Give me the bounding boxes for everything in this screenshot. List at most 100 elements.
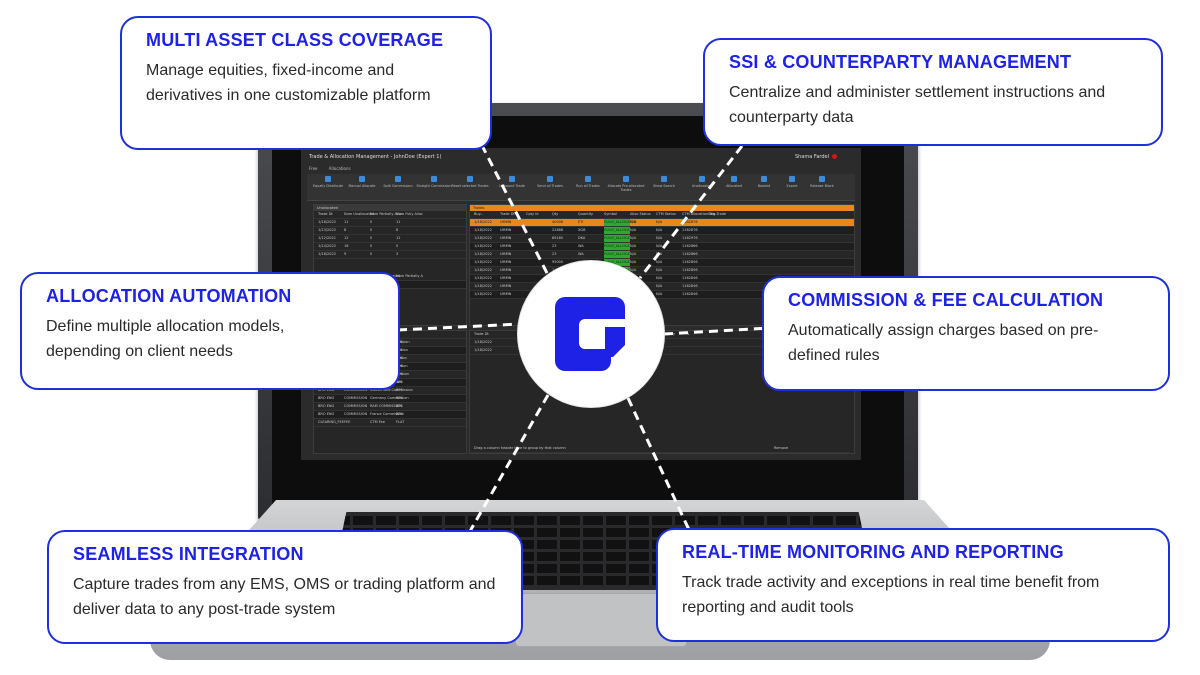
toolbar-button-send-all[interactable]: Send all Trades [531,176,569,188]
app-window-title: Trade & Allocation Management - JohnDoe … [309,154,442,160]
table-cell: 11 [344,220,349,224]
toolbar-button-straight-commission[interactable]: Straight Commission [415,176,453,188]
toolbar-button-show-search[interactable]: Show Search [645,176,683,188]
card-allocation: ALLOCATION AUTOMATION Define multiple al… [20,272,400,390]
table-cell: 1162846 [682,292,698,296]
table-cell: N/A [656,244,663,248]
table-cell: N/A [630,260,637,264]
tab-free[interactable]: Free [309,166,318,171]
toolbar-button-booked[interactable]: Booked [745,176,783,188]
table-cell: FULLY_ALLOCATED [604,227,637,234]
table-cell: COMMISSION [344,396,368,400]
card-multi-asset-body: Manage equities, fixed-income and deriva… [146,62,431,104]
table-cell: 1/18/2022 [474,260,492,264]
table-cell: 9 [344,252,347,256]
table-cell: 1/18/2022 [474,228,492,232]
table-cell: 1/18/2022 [474,236,492,240]
table-cell: BPS [396,404,403,408]
connector-commission [663,326,771,336]
table-cell: 1162866 [682,252,698,256]
toolbar-button-split-commission[interactable]: Split Commission [379,176,417,188]
table-cell: FULLY_ALLOCATED [604,235,637,242]
toolbar-button-reset-selected[interactable]: Reset selected Trades [451,176,489,188]
remove-button[interactable]: Remove [774,446,789,450]
app-toolbar: Equally Distribute Manual Allocate Split… [307,174,855,201]
toolbar-button-unallocated[interactable]: Unallocated [683,176,721,188]
table-cell: 1/18/2022 [474,348,492,352]
card-commission: COMMISSION & FEE CALCULATION Automatical… [762,276,1170,391]
toolbar-button-export[interactable]: Export [773,176,811,188]
table-cell: UMMN [500,276,512,280]
table-cell: N/A [656,276,663,280]
toolbar-button-release-block[interactable]: Release Block [803,176,841,188]
table-cell: N/A [656,228,663,232]
card-ssi-body: Centralize and administer settlement ins… [729,84,1106,126]
table-cell: 0 [370,236,373,240]
table-cell: 1162856 [682,260,698,264]
table-cell: COMMISSION [344,404,368,408]
toolbar-button-allocated[interactable]: Allocated [715,176,753,188]
card-integration-body: Capture trades from any EMS, OMS or trad… [73,576,496,618]
table-cell: 1162866 [682,244,698,248]
table-cell: 1/12/2021 [318,236,336,240]
toolbar-button-equally-distribute[interactable]: Equally Distribute [309,176,347,188]
table-cell: UMMN [500,244,512,248]
table-cell: BRO ENG [318,396,335,400]
connector-integration [463,394,550,541]
table-cell: N/A [656,236,663,240]
table-cell: BPS [396,388,403,392]
toolbar-button-run-all[interactable]: Run all Trades [569,176,607,188]
tab-allocations[interactable]: Allocations [328,166,351,171]
table-cell: 1/18/2022 [318,220,336,224]
table-row[interactable]: 1/18/2022UMMN95000GUAFULLY_ALLOCATEDN/AN… [470,259,854,267]
card-multi-asset: MULTI ASSET CLASS COVERAGE Manage equiti… [120,16,492,150]
table-cell: 1162876 [682,228,698,232]
table-cell: 40008 [552,220,564,224]
table-cell: FULLY_ALLOCATED [604,219,637,226]
table-cell: N/A [656,260,663,264]
table-cell: FULLY_ALLOCATED [604,259,637,266]
table-cell: 0 [370,252,373,256]
table-cell: 1162846 [682,284,698,288]
table-cell: N/A [630,220,637,224]
toolbar-button-manual-allocate[interactable]: Manual Allocate [343,176,381,188]
connector-allocation [397,322,521,332]
table-cell: N/A [630,244,637,248]
card-commission-title: COMMISSION & FEE CALCULATION [788,290,1104,310]
table-cell: UMMN [500,292,512,296]
table-cell: N/A [656,284,663,288]
table-cell: Germany Commission [370,396,409,400]
table-cell: 12 [396,236,401,240]
table-cell: N/A [656,220,663,224]
table-cell: UMMN [500,228,512,232]
table-cell: N/A [630,228,637,232]
card-monitoring-body: Track trade activity and exceptions in r… [682,574,1100,616]
brand-logo-icon [555,297,625,371]
table-cell: 16 [344,244,349,248]
card-allocation-title: ALLOCATION AUTOMATION [46,286,292,306]
table-cell: N/A [630,268,637,272]
table-cell: 1/13/2022 [318,228,336,232]
table-cell: 1/18/2022 [474,340,492,344]
toolbar-button-unbound-trade[interactable]: Unbound Trade [493,176,531,188]
table-cell: FLAT [396,420,405,424]
table-cell: 1/18/2022 [474,220,492,224]
app-user-name[interactable]: Shama Fardel [795,154,837,160]
toolbar-button-allocate-pre[interactable]: Allocate Pre-allocated Trades [607,176,645,192]
